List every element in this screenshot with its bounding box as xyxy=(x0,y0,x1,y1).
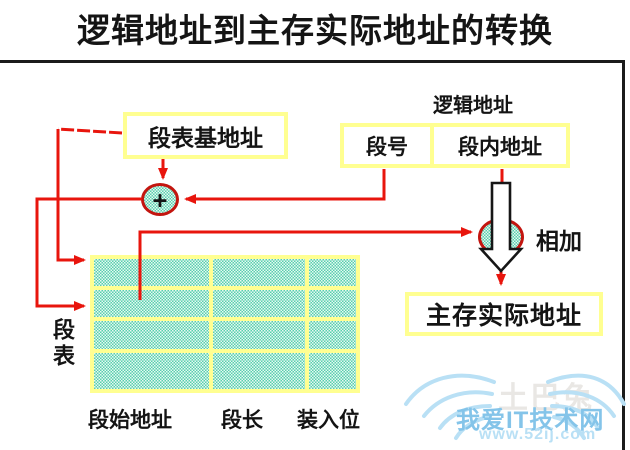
watermark-url: www.52ij.com xyxy=(479,426,597,443)
segment-table xyxy=(90,255,360,393)
add-circle xyxy=(478,218,524,256)
segment-table-cell xyxy=(309,321,356,349)
logical-address-label: 逻辑地址 xyxy=(433,95,513,117)
add-label: 相加 xyxy=(536,229,582,254)
segment-offset-field: 段内地址 xyxy=(458,134,542,159)
segment-table-cell xyxy=(309,353,356,389)
segment-table-base-box: 段表基地址 xyxy=(123,112,288,159)
main-memory-address-box: 主存实际地址 xyxy=(405,292,603,336)
segment-table-cell xyxy=(213,290,305,317)
column-label-segment-length: 段长 xyxy=(221,408,263,432)
plus-icon: + xyxy=(152,185,168,214)
segment-table-cell xyxy=(213,259,305,286)
column-label-segment-start: 段始地址 xyxy=(88,408,172,432)
segment-table-cell xyxy=(94,321,209,349)
column-label-load-bit: 装入位 xyxy=(297,408,360,432)
segment-table-cell xyxy=(213,353,305,389)
segment-table-cell xyxy=(309,290,356,317)
segment-table-cell xyxy=(94,353,209,389)
adder-circle: + xyxy=(141,183,179,216)
segment-table-cell xyxy=(94,290,209,317)
page-title: 逻辑地址到主存实际地址的转换 xyxy=(77,14,553,50)
segment-table-cell xyxy=(309,259,356,286)
segment-table-cell xyxy=(213,321,305,349)
segment-number-field: 段号 xyxy=(344,127,434,164)
segment-table-label: 段表 xyxy=(50,318,75,370)
segment-table-cell xyxy=(94,259,209,286)
diagram-frame xyxy=(0,60,625,450)
logical-address-box: 段号 段内地址 xyxy=(340,123,570,168)
